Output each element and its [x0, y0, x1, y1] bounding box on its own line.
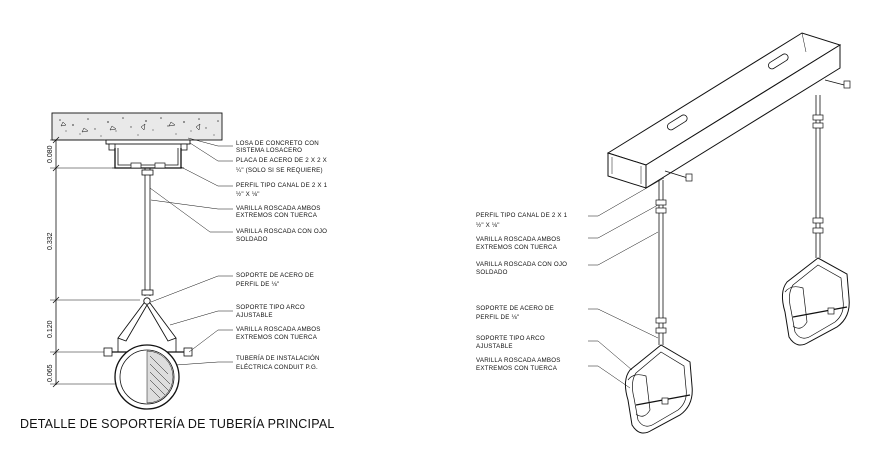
label-line: PLACA DE ACERO DE 2 X 2 X [236, 157, 327, 164]
section-detail: 0.080 0.332 0.120 0.065 LOSA DE CONCRETO… [20, 112, 335, 431]
right-label-soporte-perfil: SOPORTE DE ACERO DE PERFIL DE ⅛" [476, 305, 554, 321]
leader-lines [149, 137, 233, 366]
label-line: EXTREMOS CON TUERCA [476, 244, 558, 251]
iso-leader-lines [588, 177, 665, 389]
label-line: ½" X ⅛" [236, 191, 260, 198]
label-line: SOPORTE TIPO ARCO [236, 304, 305, 311]
left-label-varilla-ambos: VARILLA ROSCADA AMBOS EXTREMOS CON TUERC… [236, 205, 321, 219]
iso-rod-back [812, 95, 824, 258]
channel-profile [112, 148, 184, 169]
right-label-soporte-arco: SOPORTE TIPO ARCO AJUSTABLE [476, 335, 545, 350]
iso-rod-front [655, 180, 667, 345]
label-line: VARILLA ROSCADA AMBOS [476, 236, 561, 243]
label-line: VARILLA ROSCADA AMBOS [236, 326, 321, 333]
left-label-soporte-arco: SOPORTE TIPO ARCO AJUSTABLE [236, 304, 305, 319]
label-line: PERFIL TIPO CANAL DE 2 X 1 [236, 182, 328, 189]
label-line: VARILLA ROSCADA CON OJO [476, 261, 567, 268]
iso-clamp-back [781, 257, 850, 346]
label-line: PERFIL TIPO CANAL DE 2 X 1 [476, 212, 568, 219]
label-line: EXTREMOS CON TUERCA [236, 212, 318, 219]
iso-clamp-front [624, 344, 693, 434]
label-line: PERFIL DE ⅛" [476, 314, 519, 321]
label-line: VARILLA ROSCADA AMBOS [476, 357, 561, 364]
steel-plate [105, 139, 191, 151]
concrete-slab [51, 112, 223, 141]
right-label-varilla-ojo: VARILLA ROSCADA CON OJO SOLDADO [476, 261, 567, 276]
iso-channel-beam [606, 32, 851, 189]
dim-0080: 0.080 [47, 145, 54, 163]
label-line: PERFIL DE ⅛" [236, 281, 279, 288]
isometric-view: PERFIL TIPO CANAL DE 2 X 1 ½" X ⅛" VARIL… [476, 32, 851, 434]
dimension-line [50, 136, 140, 388]
conduit-pipe [114, 344, 180, 410]
drawing-title: DETALLE DE SOPORTERÍA DE TUBERÍA PRINCIP… [20, 416, 335, 431]
left-label-perfil-canal: PERFIL TIPO CANAL DE 2 X 1 ½" X ⅛" [236, 182, 328, 198]
left-label-placa: PLACA DE ACERO DE 2 X 2 X ¼" (SOLO SI SE… [236, 157, 327, 174]
label-line: AJUSTABLE [236, 312, 273, 319]
label-line: SOPORTE DE ACERO DE [476, 305, 554, 312]
label-line: ELÉCTRICA CONDUIT P.G. [236, 364, 318, 371]
label-line: EXTREMOS CON TUERCA [236, 334, 318, 341]
label-line: EXTREMOS CON TUERCA [476, 365, 558, 372]
label-line: AJUSTABLE [476, 343, 513, 350]
label-line: TUBERÍA DE INSTALACIÓN [236, 355, 320, 362]
dim-0065: 0.065 [47, 364, 54, 382]
label-line: SISTEMA LOSACERO [236, 147, 302, 154]
left-label-tuberia: TUBERÍA DE INSTALACIÓN ELÉCTRICA CONDUIT… [236, 355, 320, 371]
label-line: SOLDADO [236, 236, 268, 243]
left-label-varilla-ojo: VARILLA ROSCADA CON OJO SOLDADO [236, 228, 327, 243]
left-label-varilla-ambos-2: VARILLA ROSCADA AMBOS EXTREMOS CON TUERC… [236, 326, 321, 341]
label-line: ½" X ⅛" [476, 222, 500, 229]
label-line: SOPORTE DE ACERO DE [236, 272, 314, 279]
label-line: VARILLA ROSCADA AMBOS [236, 205, 321, 212]
threaded-rod [141, 168, 154, 296]
left-label-losa: LOSA DE CONCRETO CON SISTEMA LOSACERO [236, 140, 319, 154]
right-label-varilla-ambos: VARILLA ROSCADA AMBOS EXTREMOS CON TUERC… [476, 236, 561, 251]
dim-0332: 0.332 [47, 232, 54, 250]
label-line: LOSA DE CONCRETO CON [236, 140, 319, 147]
dim-0120: 0.120 [47, 320, 54, 338]
label-line: SOLDADO [476, 269, 508, 276]
label-line: VARILLA ROSCADA CON OJO [236, 228, 327, 235]
label-line: SOPORTE TIPO ARCO [476, 335, 545, 342]
label-line: ¼" (SOLO SI SE REQUIERE) [236, 167, 323, 174]
right-label-perfil-canal: PERFIL TIPO CANAL DE 2 X 1 ½" X ⅛" [476, 212, 568, 229]
right-label-varilla-ambos-2: VARILLA ROSCADA AMBOS EXTREMOS CON TUERC… [476, 357, 561, 372]
left-label-soporte-perfil: SOPORTE DE ACERO DE PERFIL DE ⅛" [236, 272, 314, 288]
